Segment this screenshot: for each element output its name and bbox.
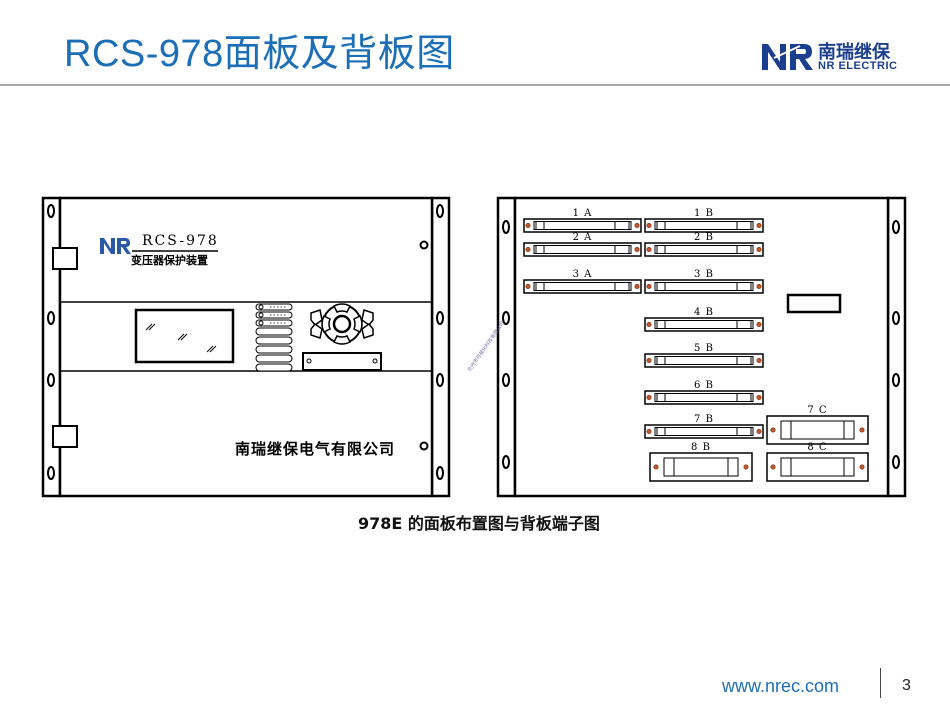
footer-separator [880,668,881,698]
rear-right-rack-ear [886,196,907,498]
terminal-slot-label: 2 A [573,232,593,243]
front-comm-port [302,352,382,371]
terminal-slot-label: 8 B [691,442,711,453]
nr-electric-logo: 南瑞继保 NR ELECTRIC [760,40,920,74]
front-right-rack-ear [430,196,451,498]
terminal-slot-2a: 2 A [523,232,642,257]
terminal-slot-3b: 3 B [644,269,764,294]
rear-cutout [786,293,842,314]
terminal-slot-7b: 7 B [644,414,764,439]
key-down-icon [332,335,352,345]
indicator-led-column [255,303,293,372]
terminal-slot-label: 6 B [694,380,714,391]
device-name-label: 变压器保护装置 [131,253,208,267]
page-number: 3 [902,677,911,694]
footer-url[interactable]: www.nrec.com [722,676,840,696]
terminal-slot-label: 4 B [694,307,714,318]
front-rack-slot-icons [47,204,444,480]
terminal-slot-label: 2 B [694,232,714,243]
terminal-slot-7c: 7 C [766,405,869,445]
terminal-slot-label: 7 C [807,405,827,416]
front-screw-icons [419,240,429,451]
front-panel-body [58,196,434,498]
terminal-slot-label: 7 B [694,414,714,425]
terminal-slot-6b: 6 B [644,380,764,405]
terminal-slot-2b: 2 B [644,232,764,257]
key-left-icon [321,314,331,334]
nr-logo-mark-icon [762,44,813,70]
navigation-keypad [310,303,374,345]
terminal-slot-label: 1 B [694,208,714,219]
upper-hinge [52,247,78,270]
figure-caption: 978E 的面板布置图与背板端子图 [358,514,600,533]
front-company-label: 南瑞继保电气有限公司 [235,440,395,458]
logo-chinese-name: 南瑞继保 [818,42,890,63]
terminal-slot-label: 8 C [807,442,827,453]
terminal-slot-4b: 4 B [644,307,764,332]
key-up-icon [332,303,352,313]
terminal-slot-1a: 1 A [523,208,642,233]
terminal-slot-1b: 1 B [644,208,764,233]
lower-hinge [52,425,78,448]
rear-left-rack-ear [496,196,517,498]
lcd-glare-icon [145,323,217,353]
terminal-slot-label: 5 B [694,343,714,354]
terminal-slot-label: 3 B [694,269,714,280]
terminal-slot-8b: 8 B [649,442,753,482]
key-right-icon [353,314,363,334]
terminal-slot-label: 3 A [573,269,593,280]
logo-english-name: NR ELECTRIC [818,60,898,72]
terminal-slot-3a: 3 A [523,269,642,294]
header-divider [0,84,950,86]
device-model-label: RCS-978 [142,233,219,249]
device-nr-logo-icon [100,238,131,254]
front-left-rack-ear [41,196,62,498]
terminal-slot-label: 1 A [573,208,593,219]
rear-rack-slot-icons [502,220,900,469]
slide-title: RCS-978面板及背板图 [64,33,455,75]
terminal-slot-8c: 8 C [766,442,869,482]
terminal-slot-5b: 5 B [644,343,764,368]
front-panel: RCS-978 变压器保护装置 [41,196,451,498]
